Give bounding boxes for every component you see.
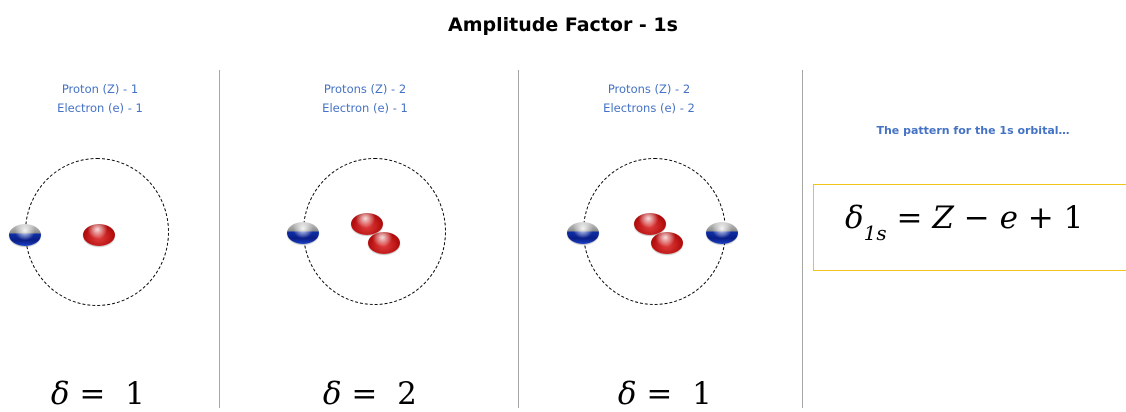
delta-value-panel-2: δ = 2	[322, 376, 417, 412]
delta-value-panel-3: δ = 1	[617, 376, 712, 412]
caption-panel-3: Protons (Z) - 2 Electrons (e) - 2	[549, 80, 749, 118]
proton	[651, 232, 683, 254]
caption-electrons: Electron (e) - 1	[322, 101, 408, 115]
caption-panel-1: Proton (Z) - 1 Electron (e) - 1	[0, 80, 200, 118]
amplitude-formula: δ1s = Z − e + 1	[845, 200, 1084, 245]
electron	[9, 224, 41, 246]
caption-protons: Protons (Z) - 2	[323, 82, 407, 96]
electron	[706, 222, 738, 244]
proton	[368, 232, 400, 254]
divider	[518, 70, 519, 408]
electron	[287, 222, 319, 244]
caption-protons: Proton (Z) - 1	[61, 82, 139, 96]
caption-panel-2: Protons (Z) - 2 Electron (e) - 1	[265, 80, 465, 118]
delta-value-panel-1: δ = 1	[50, 376, 145, 412]
divider	[802, 70, 803, 408]
electron	[567, 222, 599, 244]
formula-box	[813, 184, 1126, 271]
caption-electrons: Electron (e) - 1	[57, 101, 143, 115]
proton	[351, 213, 383, 235]
proton	[83, 224, 115, 246]
caption-protons: Protons (Z) - 2	[607, 82, 691, 96]
page-title: Amplitude Factor - 1s	[448, 14, 678, 36]
proton	[634, 213, 666, 235]
caption-electrons: Electrons (e) - 2	[603, 101, 695, 115]
divider	[219, 70, 220, 408]
pattern-heading: The pattern for the 1s orbital…	[876, 124, 1070, 137]
